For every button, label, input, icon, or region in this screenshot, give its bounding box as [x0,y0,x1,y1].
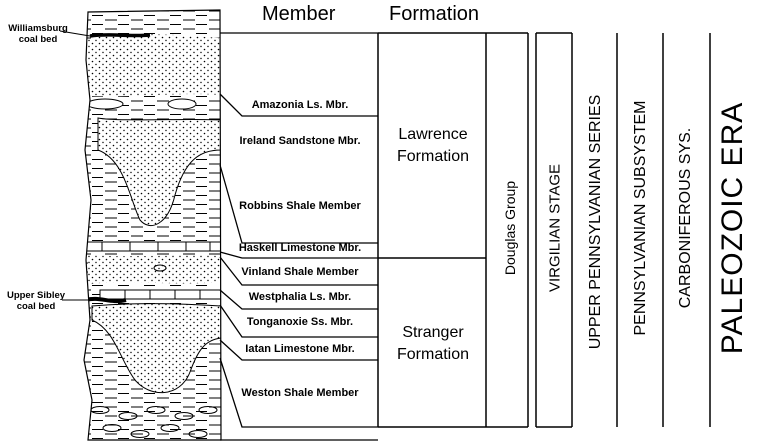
member-column-header: Member [262,3,335,26]
formation-column-header: Formation [389,3,479,26]
group-douglas: Douglas Group [502,181,518,275]
williamsburg-coal-bed-label: Williamsburg coal bed [2,23,74,45]
formation-stranger-line-2: Formation [380,344,486,366]
upper-sibley-line-1: Upper Sibley [0,290,72,301]
member-haskell-limestone: Haskell Limestone Mbr. [222,241,378,255]
formation-lawrence: Lawrence Formation [380,124,486,168]
upper-sibley-line-2: coal bed [0,301,72,312]
stage-virgilian: VIRGILIAN STAGE [547,164,564,292]
system-carboniferous: CARBONIFEROUS SYS. [677,128,695,308]
member-weston-shale: Weston Shale Member [222,386,378,400]
member-iatan-limestone: Iatan Limestone Mbr. [222,342,378,356]
member-vinland-shale: Vinland Shale Member [222,265,378,279]
upper-sibley-coal-bed-label: Upper Sibley coal bed [0,290,72,312]
rock-column [80,8,225,446]
member-tonganoxie: Tonganoxie Ss. Mbr. [222,315,378,329]
subsystem-pennsylvanian: PENNSYLVANIAN SUBSYSTEM [632,100,650,335]
member-westphalia: Westphalia Ls. Mbr. [222,290,378,304]
series-upper-pennsylvanian: UPPER PENNSYLVANIAN SERIES [587,95,605,350]
formation-lawrence-line-2: Formation [380,146,486,168]
member-ireland-sandstone: Ireland Sandstone Mbr. [222,134,378,148]
formation-lawrence-line-1: Lawrence [380,124,486,146]
formation-stranger-line-1: Stranger [380,322,486,344]
member-robbins-shale: Robbins Shale Member [222,199,378,213]
era-paleozoic: PALEOZOIC ERA [716,102,750,355]
formation-stranger: Stranger Formation [380,322,486,366]
williamsburg-line-1: Williamsburg [2,23,74,34]
williamsburg-line-2: coal bed [2,34,74,45]
member-amazonia: Amazonia Ls. Mbr. [222,98,378,112]
